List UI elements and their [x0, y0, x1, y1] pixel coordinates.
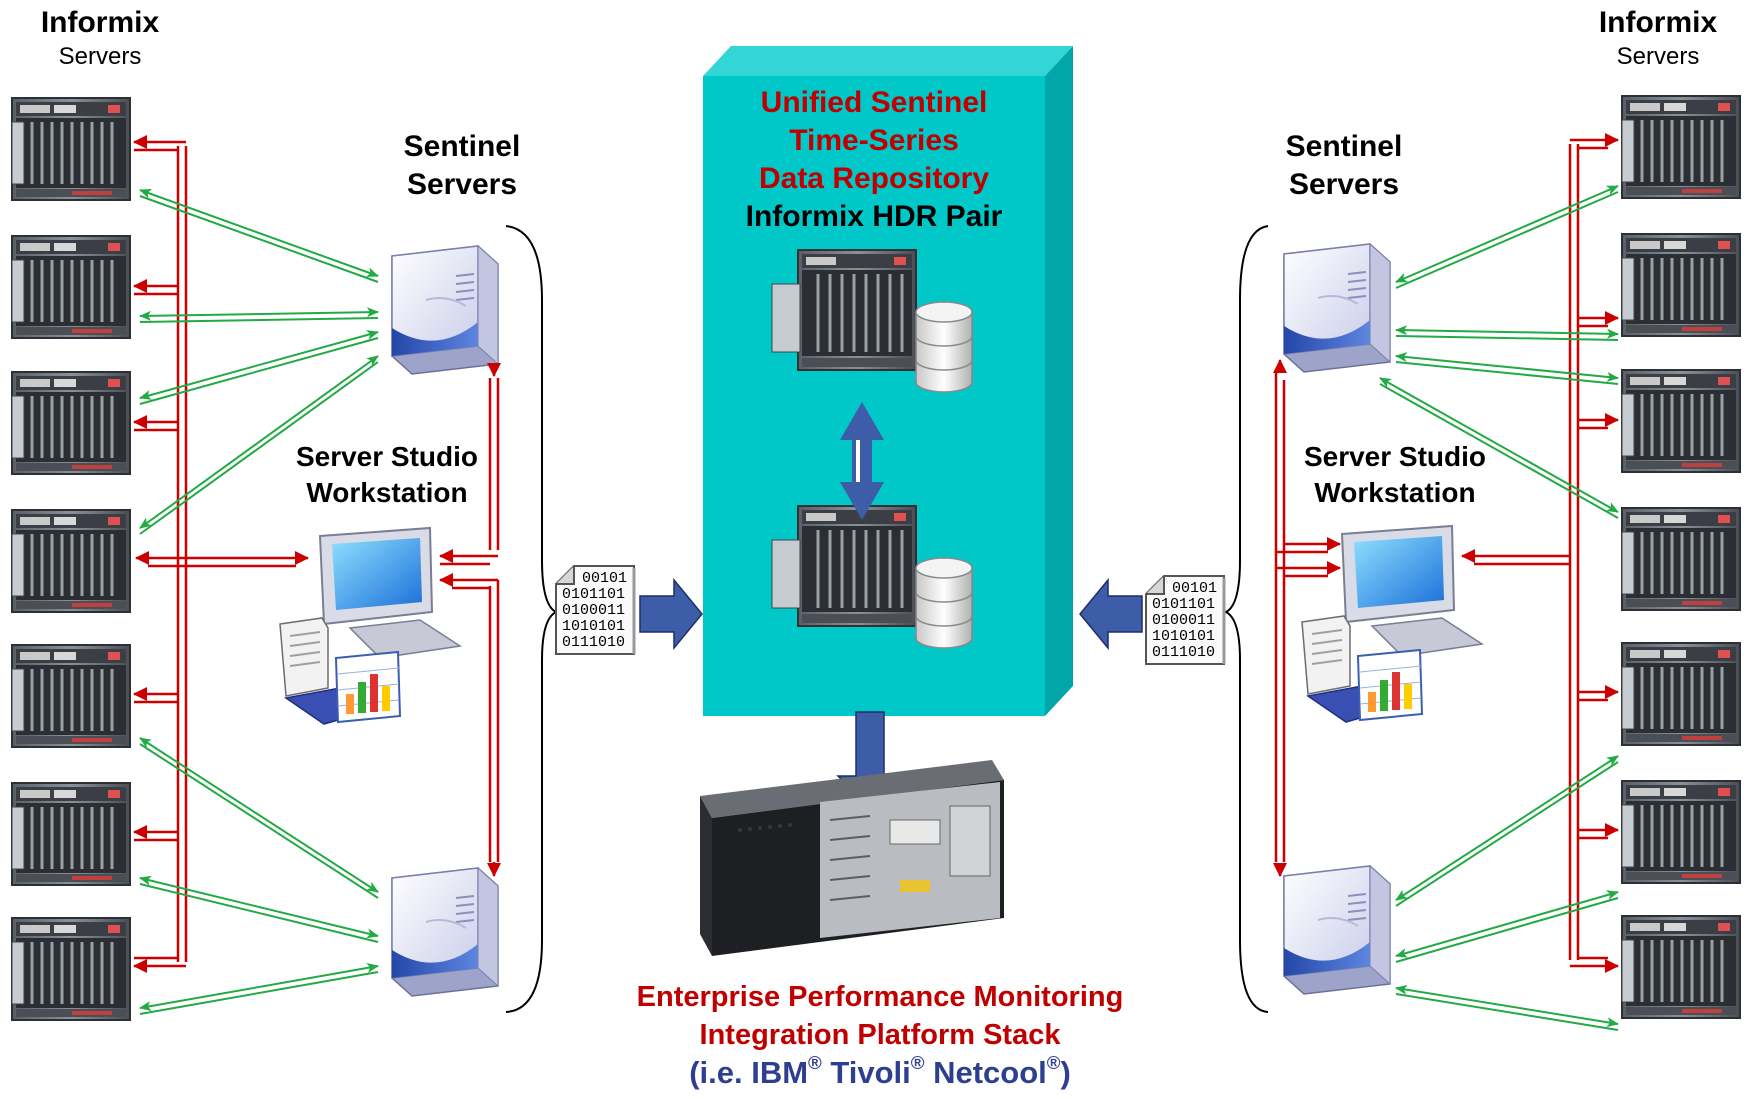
sentinel-right-label-2: Servers: [1288, 168, 1400, 201]
servers-left-subtitle: Servers: [58, 43, 142, 70]
svg-text:00101: 00101: [582, 570, 627, 587]
svg-text:1010101: 1010101: [1152, 628, 1215, 645]
left-informix-servers: [10, 96, 132, 1022]
informix-server-icon: [10, 781, 132, 887]
sentinel-left-label-2: Servers: [406, 168, 518, 201]
svg-text:0111010: 0111010: [1152, 644, 1215, 661]
informix-server-icon: [10, 234, 132, 340]
hdr-replication-arrow: [840, 402, 884, 520]
informix-server-icon: [10, 916, 132, 1022]
left-flow-arrow: [639, 577, 703, 651]
sentinel-server-icon: [391, 245, 499, 375]
informix-server-icon: [1620, 914, 1742, 1020]
informix-server-icon: [1620, 506, 1742, 612]
repo-title-1: Unified Sentinel: [760, 86, 988, 119]
studio-right-label-1: Server Studio: [1303, 441, 1487, 472]
left-brace: [505, 225, 559, 1013]
svg-text:1010101: 1010101: [562, 618, 625, 635]
right-green-links: [1379, 185, 1619, 1031]
right-flow-arrow: [1079, 577, 1143, 651]
studio-left-label-2: Workstation: [306, 477, 468, 508]
repo-title-2: Time-Series: [789, 124, 959, 157]
svg-text:00101: 00101: [1172, 580, 1217, 597]
binary-doc-text-left: 00101 0101101 0100011 1010101 0111010: [562, 570, 627, 651]
studio-right-label-2: Workstation: [1314, 477, 1476, 508]
informix-left-title: Informix: [40, 6, 160, 39]
studio-left-label-1: Server Studio: [295, 441, 479, 472]
sentinel-server-icon: [1283, 243, 1391, 373]
workstation-icon: [1301, 525, 1483, 723]
svg-text:0101101: 0101101: [562, 586, 625, 603]
epm-title-1: Enterprise Performance Monitoring: [636, 981, 1124, 1013]
informix-server-icon: [1620, 94, 1742, 200]
informix-server-icon: [1620, 779, 1742, 885]
informix-server-icon: [10, 643, 132, 749]
right-informix-servers: [1620, 94, 1742, 1020]
repo-subtitle: Informix HDR Pair: [745, 200, 1003, 233]
left-green-links: [139, 189, 379, 1015]
binary-doc-text-right: 00101 0101101 0100011 1010101 0111010: [1152, 580, 1217, 661]
sentinel-server-icon: [391, 867, 499, 997]
svg-text:0101101: 0101101: [1152, 596, 1215, 613]
informix-server-icon: [10, 96, 132, 202]
servers-right-subtitle: Servers: [1616, 43, 1700, 70]
svg-text:0100011: 0100011: [562, 602, 625, 619]
informix-server-icon: [1620, 368, 1742, 474]
sentinel-server-icon: [1283, 865, 1391, 995]
informix-right-title: Informix: [1598, 6, 1718, 39]
informix-server-icon: [10, 370, 132, 476]
epm-server-icon: [700, 760, 1004, 956]
svg-text:0111010: 0111010: [562, 634, 625, 651]
repo-title-3: Data Repository: [758, 162, 990, 195]
svg-text:0100011: 0100011: [1152, 612, 1215, 629]
informix-server-icon: [10, 508, 132, 614]
sentinel-left-label-1: Sentinel: [403, 130, 521, 163]
informix-server-icon: [1620, 232, 1742, 338]
epm-title-2: Integration Platform Stack: [699, 1019, 1061, 1051]
sentinel-right-label-1: Sentinel: [1285, 130, 1403, 163]
right-brace: [1223, 225, 1269, 1013]
informix-server-icon: [1620, 641, 1742, 747]
epm-example: (i.e. IBM® Tivoli® Netcool®): [689, 1051, 1071, 1090]
